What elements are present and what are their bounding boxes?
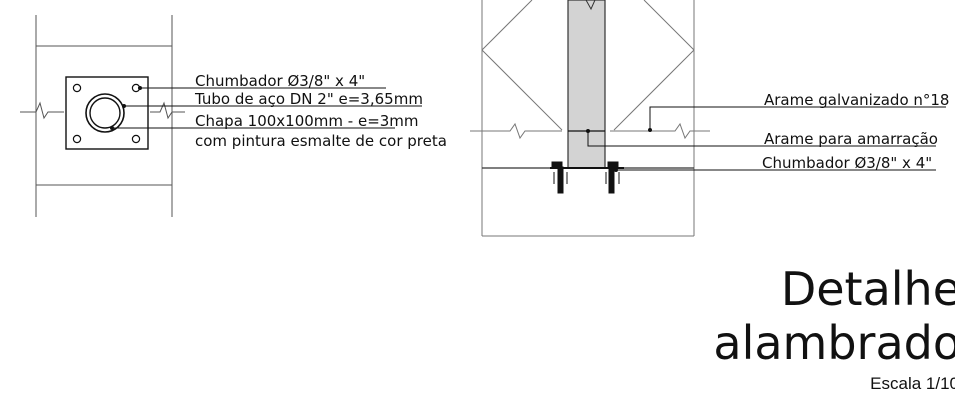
mesh-wire xyxy=(643,0,695,51)
drawing-title-line2: alambrado xyxy=(713,316,955,370)
leader-line xyxy=(587,131,936,147)
tube-inner xyxy=(89,97,121,129)
leader-line xyxy=(649,106,946,130)
leader-dot xyxy=(648,128,652,132)
break-line xyxy=(20,101,64,120)
post-tube xyxy=(567,0,606,169)
leader-dot xyxy=(138,86,142,90)
anchor-hole xyxy=(131,134,141,144)
bolt-nut xyxy=(551,161,563,168)
plan-label-anchor: Chumbador Ø3/8" x 4" xyxy=(195,72,365,90)
plan-label-tube: Tubo de aço DN 2" e=3,65mm xyxy=(194,90,423,108)
mesh-wire xyxy=(613,49,695,131)
anchor-hole xyxy=(72,134,82,144)
tube-outer xyxy=(85,93,125,133)
elevation-leaders xyxy=(587,106,946,171)
mesh-wire xyxy=(481,49,563,131)
elevation-label-group: Arame galvanizado n°18 Arame para amarra… xyxy=(762,91,949,172)
elev-label-galvanized-wire: Arame galvanizado n°18 xyxy=(764,91,949,109)
drawing-title-line1: Detalhe xyxy=(780,262,955,316)
plan-leaders xyxy=(112,87,422,129)
break-line xyxy=(150,101,185,120)
plan-label-plate: Chapa 100x100mm - e=3mm xyxy=(195,112,419,130)
plan-view xyxy=(20,15,185,217)
leader-dot xyxy=(122,104,126,108)
anchor-hole xyxy=(72,83,82,93)
fence-post xyxy=(550,0,624,169)
anchor-bolts xyxy=(551,161,620,194)
plan-label-paint: com pintura esmalte de cor preta xyxy=(195,132,447,150)
plate-square xyxy=(65,76,149,150)
bolt-shank xyxy=(557,166,564,194)
bolt-shank xyxy=(608,166,615,194)
plan-label-group: Chumbador Ø3/8" x 4" Tubo de aço DN 2" e… xyxy=(194,72,447,150)
break-line xyxy=(610,122,710,140)
elev-label-tie-wire: Arame para amarração xyxy=(764,130,938,148)
base-plate xyxy=(65,76,149,150)
leader-dot xyxy=(586,129,590,133)
drawing-scale: Escala 1/10 xyxy=(870,374,955,393)
post-top-break xyxy=(585,0,596,11)
elev-label-anchor: Chumbador Ø3/8" x 4" xyxy=(762,154,932,172)
bolt-nut xyxy=(607,161,619,168)
break-line xyxy=(470,122,562,140)
leader-dot xyxy=(614,168,618,172)
mesh-wire xyxy=(481,0,533,51)
leader-dot xyxy=(110,126,114,130)
